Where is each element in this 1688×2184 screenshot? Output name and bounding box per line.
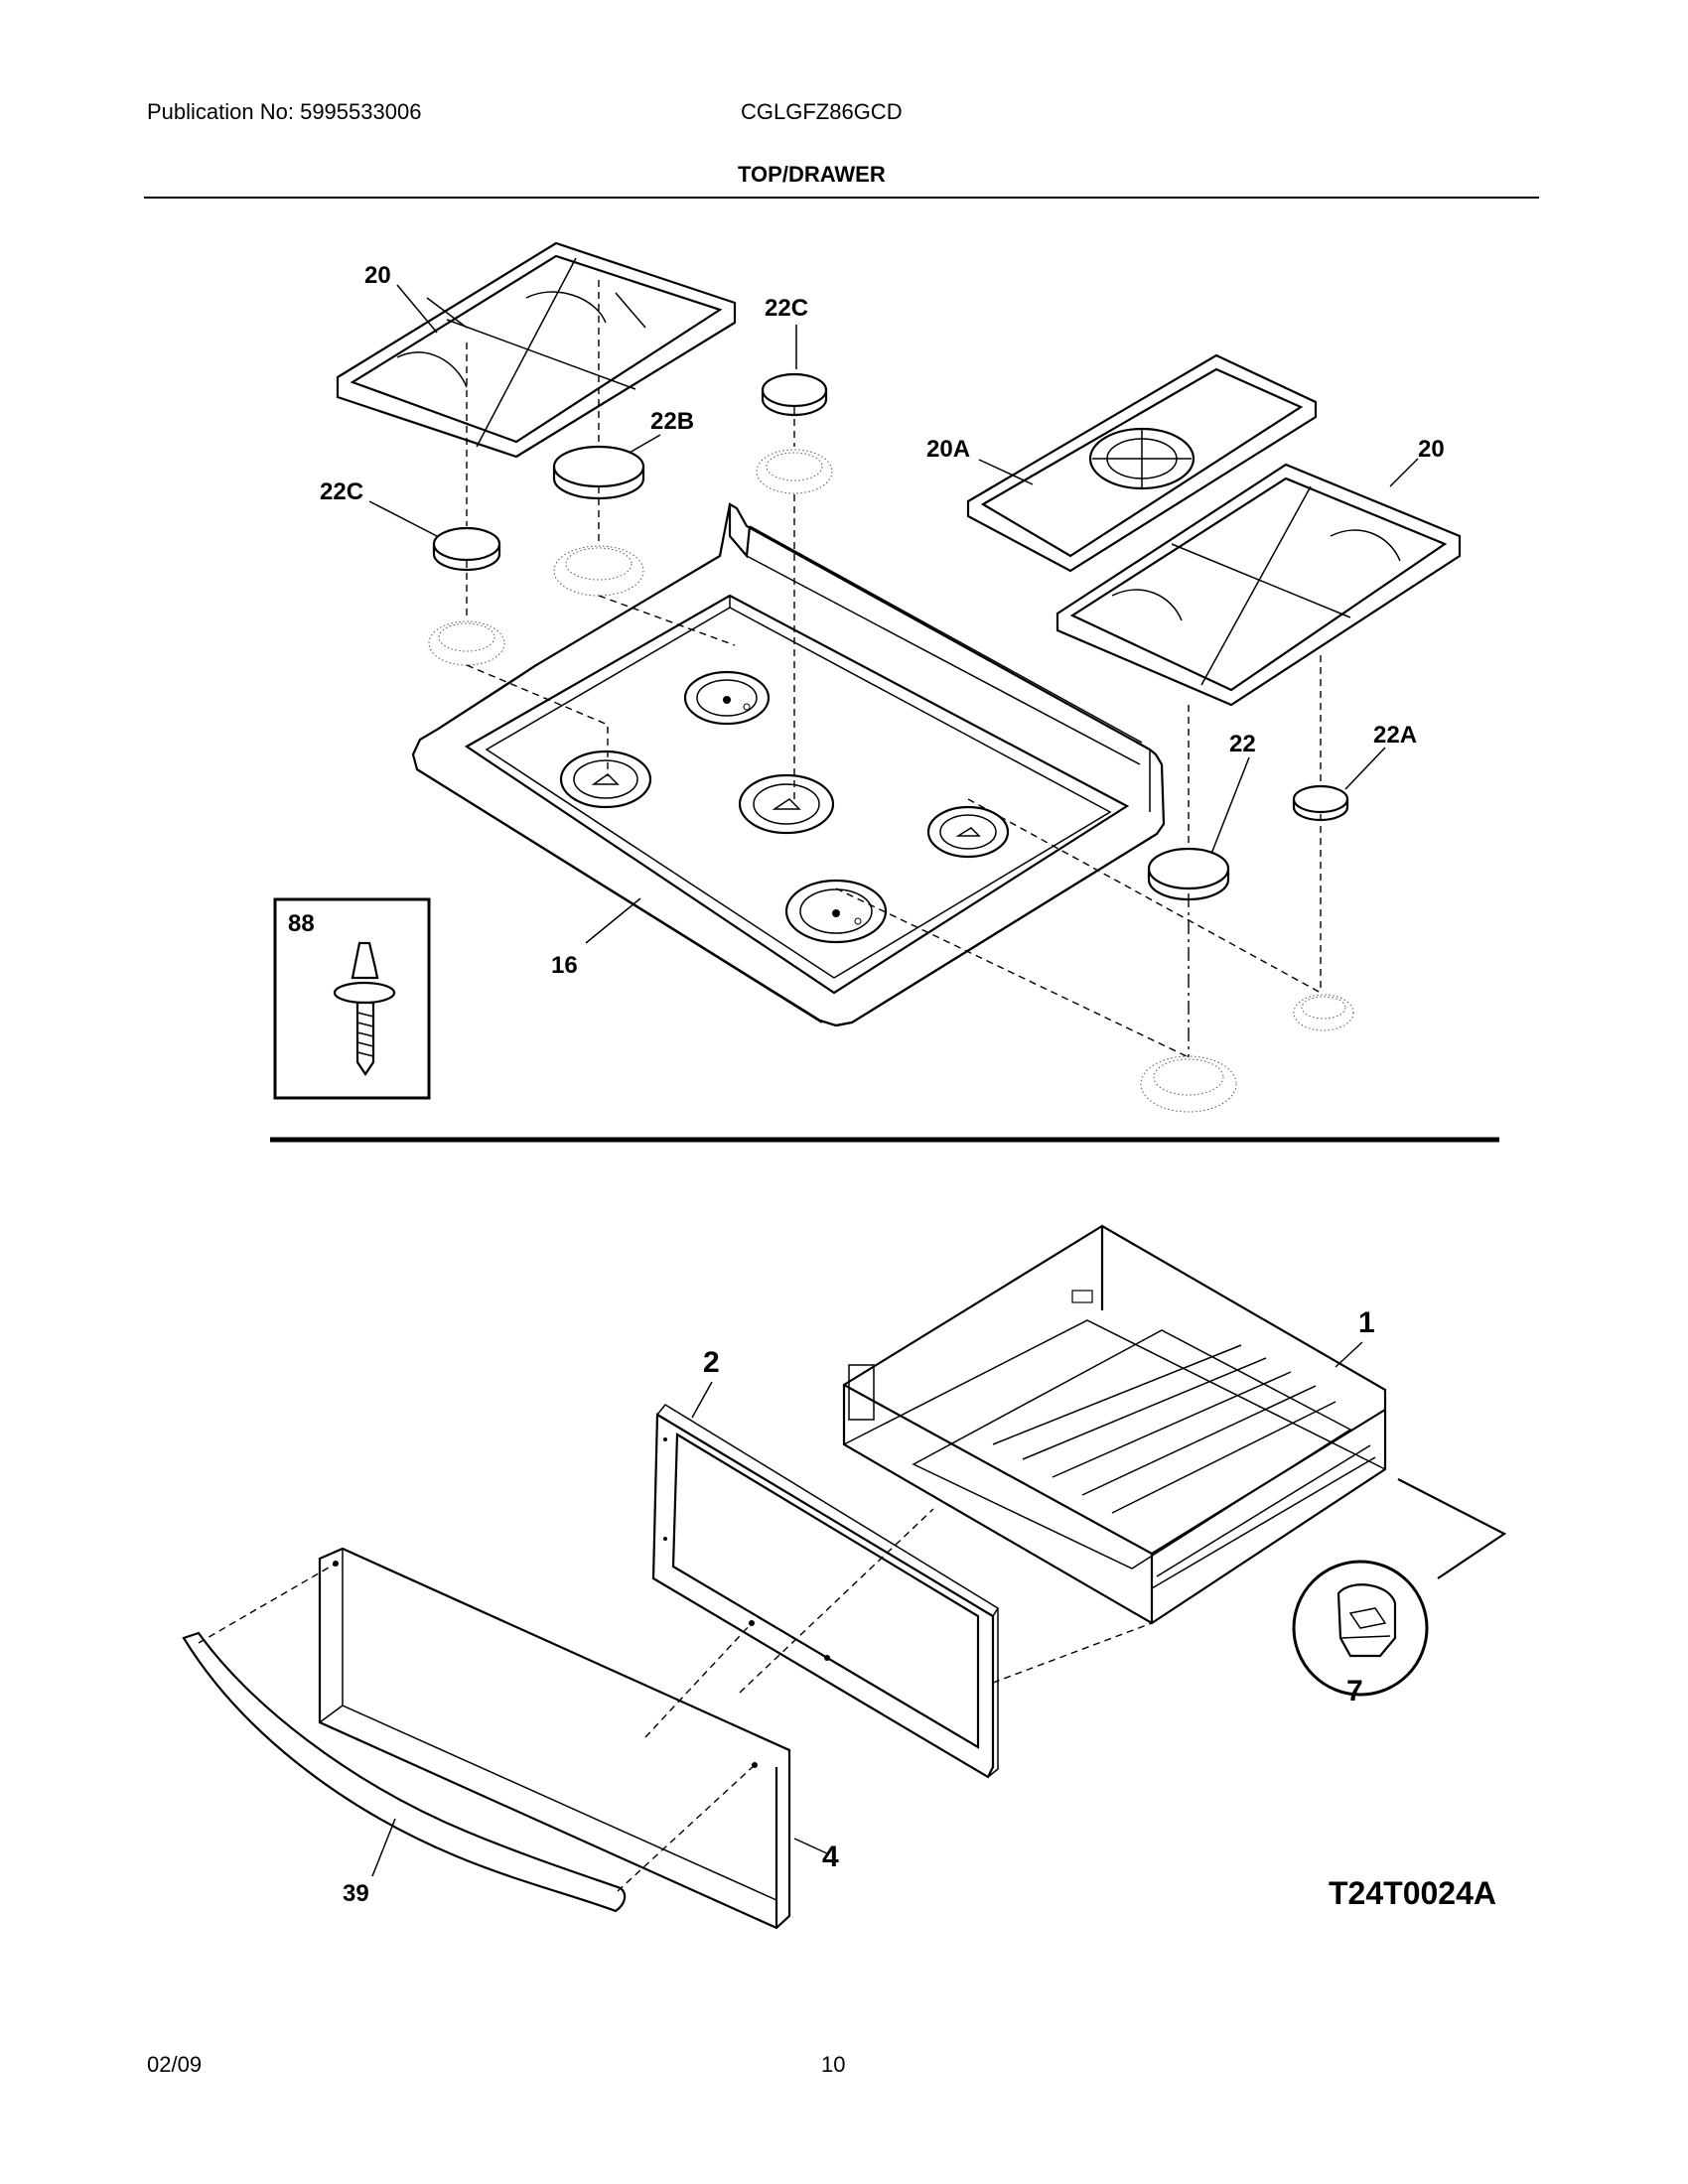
burner-cap-22c-top xyxy=(761,372,828,417)
diagram-code: T24T0024A xyxy=(1329,1875,1496,1911)
callout-4: 4 xyxy=(822,1841,839,1873)
publication-number: Publication No: 5995533006 xyxy=(147,99,422,124)
cooktop xyxy=(411,502,1166,1027)
burner-base xyxy=(559,750,652,809)
footer-page-number: 10 xyxy=(821,2052,846,2077)
drawer-body xyxy=(842,1224,1387,1625)
burner-base xyxy=(926,805,1010,859)
drawer-alignment-lines xyxy=(198,1508,1153,1892)
burner-cap-22 xyxy=(1147,847,1230,901)
drawer-handle xyxy=(182,1631,627,1913)
drawer-leader-lines xyxy=(371,1341,1507,1877)
callout-22: 22 xyxy=(1229,731,1256,757)
drawer-frame xyxy=(651,1404,1000,1779)
stud-inset xyxy=(273,897,431,1100)
leader-lines xyxy=(368,284,1419,944)
callout-88: 88 xyxy=(288,910,315,937)
model-number: CGLGFZ86GCD xyxy=(741,99,903,124)
callout-20-left: 20 xyxy=(364,262,391,289)
grate-left xyxy=(336,241,737,459)
callout-20-right: 20 xyxy=(1418,436,1445,463)
callout-2: 2 xyxy=(703,1346,720,1379)
burner-base xyxy=(784,879,888,944)
clip-inset xyxy=(1292,1560,1429,1697)
burner-head xyxy=(553,545,644,597)
callout-7: 7 xyxy=(1346,1675,1363,1707)
callout-1: 1 xyxy=(1358,1306,1375,1339)
burner-base xyxy=(683,670,771,726)
burner-head xyxy=(1293,994,1354,1031)
callout-22c-left: 22C xyxy=(320,478,363,505)
burner-head xyxy=(428,620,505,666)
grate-center xyxy=(966,353,1318,573)
callout-16: 16 xyxy=(551,952,578,979)
burner-base xyxy=(738,773,835,835)
callout-22a: 22A xyxy=(1373,722,1417,749)
alignment-lines xyxy=(466,280,1322,1058)
drawer-front xyxy=(318,1547,791,1930)
callout-39: 39 xyxy=(343,1880,369,1907)
section-title: TOP/DRAWER xyxy=(738,162,886,187)
callout-20a: 20A xyxy=(926,436,970,463)
grate-right xyxy=(1055,463,1462,707)
burner-head xyxy=(1140,1055,1237,1113)
burner-head xyxy=(756,449,833,494)
burner-cap-22a xyxy=(1292,784,1349,822)
callout-22c-top: 22C xyxy=(765,295,808,322)
burner-cap-22c-left xyxy=(432,526,501,572)
footer-date: 02/09 xyxy=(147,2052,203,2077)
callout-22b: 22B xyxy=(650,408,694,435)
